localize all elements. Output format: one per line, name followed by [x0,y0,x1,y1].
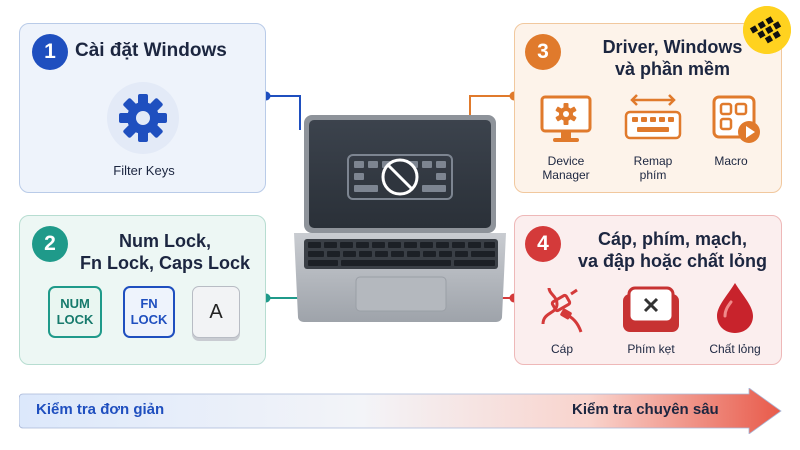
panel-title-4: Cáp, phím, mạch, va đập hoặc chất lỏng [577,229,768,271]
brand-logo-icon [743,6,791,54]
monitor-gear-icon [540,95,592,142]
progress-arrow [19,388,782,434]
filter-keys-label: Filter Keys [113,163,175,178]
panel-title-2: Num Lock, Fn Lock, Caps Lock [70,230,260,274]
gear-icon [107,82,179,154]
simple-check-label: Kiểm tra đơn giản [36,401,165,418]
step-badge-3: 3 [525,34,561,70]
macro-icon [712,95,760,143]
deep-check-label: Kiểm tra chuyên sâu [572,401,719,418]
panel-title-2-line1: Num Lock, [118,231,211,251]
step-badge-1: 1 [32,34,68,70]
panel-title-2-line2: Fn Lock, Caps Lock [79,253,251,273]
panel-title-1: Cài đặt Windows [75,40,227,61]
keyboard-remap-icon [624,94,682,140]
step-badge-4: 4 [525,226,561,262]
cable-icon [541,287,583,333]
liquid-drop-icon [717,283,753,333]
macro-label: Macro [714,154,748,168]
panel-title-3: Driver, Windows và phần mềm [602,37,743,79]
stuck-key-icon [623,286,679,332]
stuck-key-label: Phím kẹt [627,342,675,356]
step-badge-2: 2 [32,226,68,262]
panel-hardware-damage: 4 Cáp, phím, mạch, va đập hoặc chất lỏng… [514,215,782,365]
liquid-label: Chất lỏng [709,342,761,356]
caps-a-key: A [192,286,240,338]
laptop-icon [294,115,506,322]
panel-windows-settings: 1 Cài đặt Windows Filter Keys [19,23,266,193]
cable-label: Cáp [550,342,573,356]
